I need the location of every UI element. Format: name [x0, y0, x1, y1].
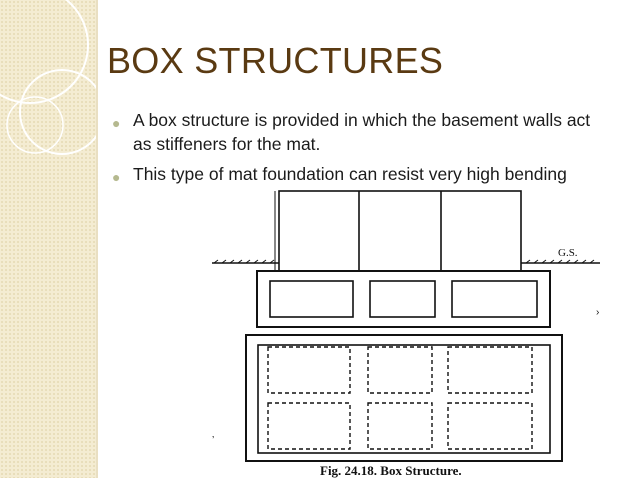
- bullet-text: This type of mat foundation can resist v…: [133, 164, 567, 184]
- ground-surface-label: G.S.: [558, 247, 578, 259]
- figure-caption: Fig. 24.18. Box Structure.: [320, 463, 462, 478]
- slide-title: BOX STRUCTURES: [107, 40, 444, 81]
- ground-surface: [212, 259, 600, 264]
- bullet-item: ● This type of mat foundation can resist…: [112, 162, 612, 186]
- sidebar-circles-decoration: [0, 0, 96, 155]
- left-mark-icon: ’: [212, 435, 214, 446]
- superstructure: [274, 190, 522, 272]
- mat-plan: [245, 334, 563, 462]
- bullet-list: ● A box structure is provided in which t…: [112, 108, 612, 192]
- bullet-icon: ●: [112, 169, 121, 185]
- decorative-sidebar: [0, 0, 96, 478]
- box-structure-figure: G.S. › ’ Fig. 24.18. Box Structure.: [212, 190, 600, 478]
- bullet-text: A box structure is provided in which the…: [133, 110, 591, 154]
- side-mark-icon: ›: [596, 307, 599, 318]
- sidebar-edge: [96, 0, 98, 478]
- bullet-icon: ●: [112, 115, 121, 131]
- bullet-item: ● A box structure is provided in which t…: [112, 108, 612, 156]
- basement-box: [256, 270, 551, 328]
